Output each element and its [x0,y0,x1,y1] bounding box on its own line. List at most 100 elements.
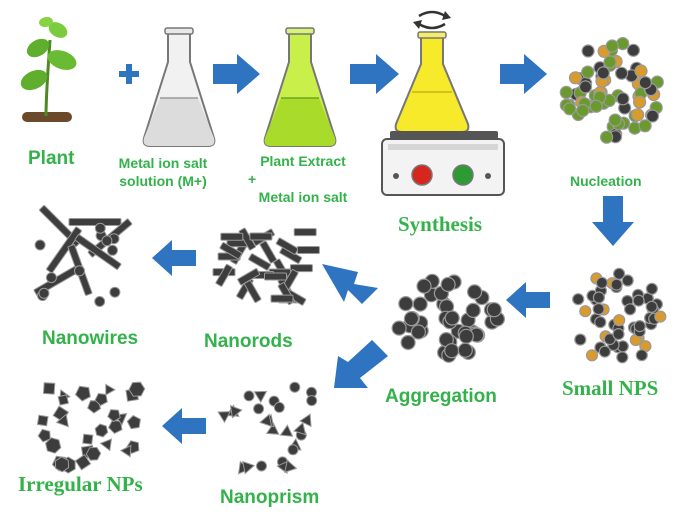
particle [603,55,617,69]
label-small-nps: Small NPS [562,376,659,400]
particle [289,381,301,393]
particle [440,276,456,293]
label-nanowires: Nanowires [42,328,139,349]
nanorod [270,294,294,303]
small-nps-cluster [572,267,667,364]
irregular-particle [119,444,132,458]
particle [572,293,585,306]
particle [645,109,660,123]
particle [45,272,57,284]
irregular-particle [74,385,91,402]
particle [581,65,595,79]
particle [306,395,318,407]
nanorod [275,237,299,255]
particle [595,276,609,289]
particle [592,302,605,316]
particle [608,113,622,127]
label-plant: Plant [28,148,75,169]
nanoprism [242,460,256,475]
irregular-particle [85,446,102,461]
irregular-particle [45,437,62,454]
label-extract: Plant Extract + Metal ion salt [240,152,366,206]
nanowire [46,226,82,274]
stirrer-icon [381,131,505,196]
particle [107,244,118,256]
plus-icon [119,64,139,84]
particle [559,85,573,100]
particle [467,284,483,300]
label-metal-ion-line2: solution (M+) [119,173,207,189]
particle [626,43,641,57]
particle [616,351,629,364]
particle [94,296,106,307]
particle [645,282,659,295]
arrow-2 [350,54,399,94]
irregular-particle [74,454,92,471]
nanoprism [253,390,268,404]
flask-icon [142,27,216,147]
aggregation-cluster [391,273,505,363]
nanorod [289,264,313,273]
label-irregular: Irregular NPs [18,472,143,496]
particle [578,80,593,94]
particle [253,403,265,415]
nanorod [248,253,272,271]
nucleation-cluster [559,36,664,144]
label-aggregation: Aggregation [385,386,497,407]
particle [585,349,599,362]
particle [574,333,587,346]
nanorod [296,246,320,254]
particle [610,278,623,291]
nanorod [237,268,261,286]
label-extract-line2: Metal ion salt [258,189,348,205]
particle [598,345,611,358]
particle [458,328,474,344]
particle [605,39,619,53]
nanorods-cluster [212,227,320,306]
particle [391,320,407,336]
particle [94,222,106,234]
nanowire [68,218,122,226]
particle [74,265,85,277]
arrow-6 [322,264,378,304]
label-nanoprism: Nanoprism [220,487,320,508]
particle [631,108,645,122]
particle [287,444,299,456]
nanorod [293,228,317,237]
particle [465,302,481,318]
irregular-particle [94,392,108,407]
particle [621,274,634,287]
flask-icon [263,27,337,147]
particle [273,401,285,413]
nanoprism-cluster [217,381,318,475]
particle [612,267,626,280]
arrow-4 [592,196,634,246]
particle [589,99,603,113]
irregular-particle [57,394,70,406]
particle [398,296,414,312]
nanoprism [265,422,280,435]
irregular-particle [55,413,69,428]
irregular-particle [126,414,141,430]
particle [403,311,419,327]
nanorod [249,232,273,241]
label-extract-plus: + [248,171,257,187]
plant-icon [20,16,77,122]
label-metal-ion-line1: Metal ion salt [118,155,208,171]
label-extract-line1: Plant Extract [260,153,346,169]
particle [612,328,625,341]
particle [576,103,590,118]
particle [581,44,595,58]
particle [109,286,121,298]
irregular-particle [42,382,56,395]
particle [635,349,648,362]
rotation-icon [413,10,451,30]
particle [243,390,255,402]
particle [256,460,267,472]
nanoprism [284,459,298,473]
particle [486,302,502,318]
flask-icon [394,31,470,133]
particle [444,343,460,359]
label-metal-ion: Metal ion salt solution (M+) [100,154,226,190]
particle [645,300,658,313]
